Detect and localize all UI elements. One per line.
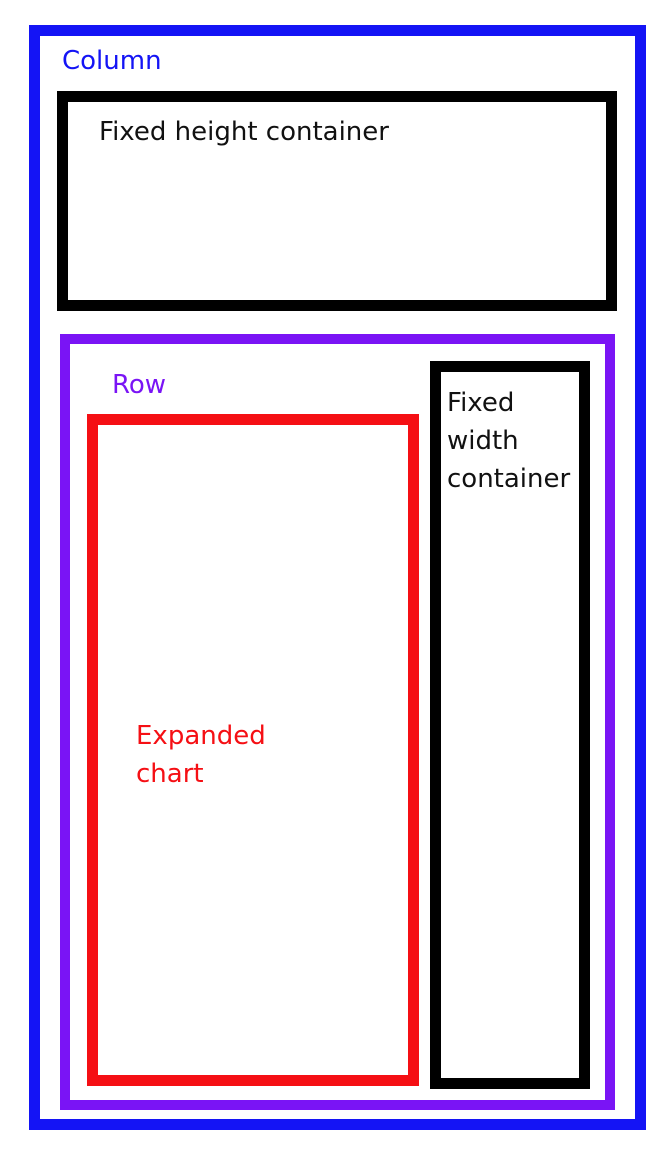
- row-container: [60, 334, 615, 1110]
- column-container: [29, 25, 646, 1130]
- fixed-height-container-label: Fixed height container: [99, 117, 389, 147]
- fixed-height-container: [57, 91, 617, 311]
- fixed-width-container-label: Fixed width container: [447, 388, 571, 494]
- fixed-width-container: [430, 361, 590, 1089]
- column-label: Column: [62, 46, 162, 76]
- row-label: Row: [112, 370, 167, 400]
- expanded-chart-container: [87, 414, 419, 1086]
- expanded-chart-label: Expanded chart: [136, 721, 266, 789]
